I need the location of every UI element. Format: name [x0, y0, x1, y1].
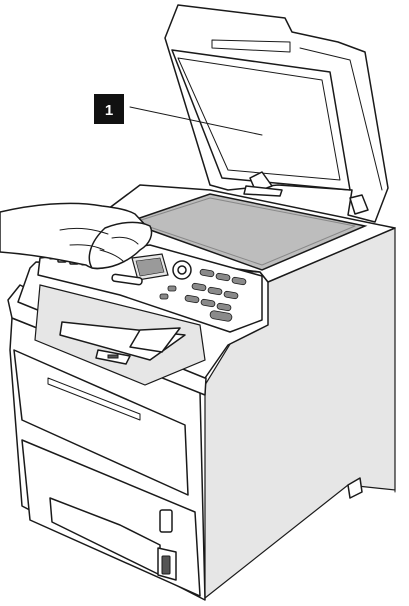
front-cover	[13, 349, 189, 496]
callout-1: 1	[94, 94, 263, 136]
callout-label: 1	[105, 102, 113, 119]
callout-leader-line	[129, 106, 263, 136]
hand-with-cloth	[0, 202, 153, 270]
paper-tray	[21, 439, 201, 597]
callout-box	[94, 94, 124, 124]
scanner-glass	[125, 193, 368, 271]
document-cover	[164, 4, 389, 223]
